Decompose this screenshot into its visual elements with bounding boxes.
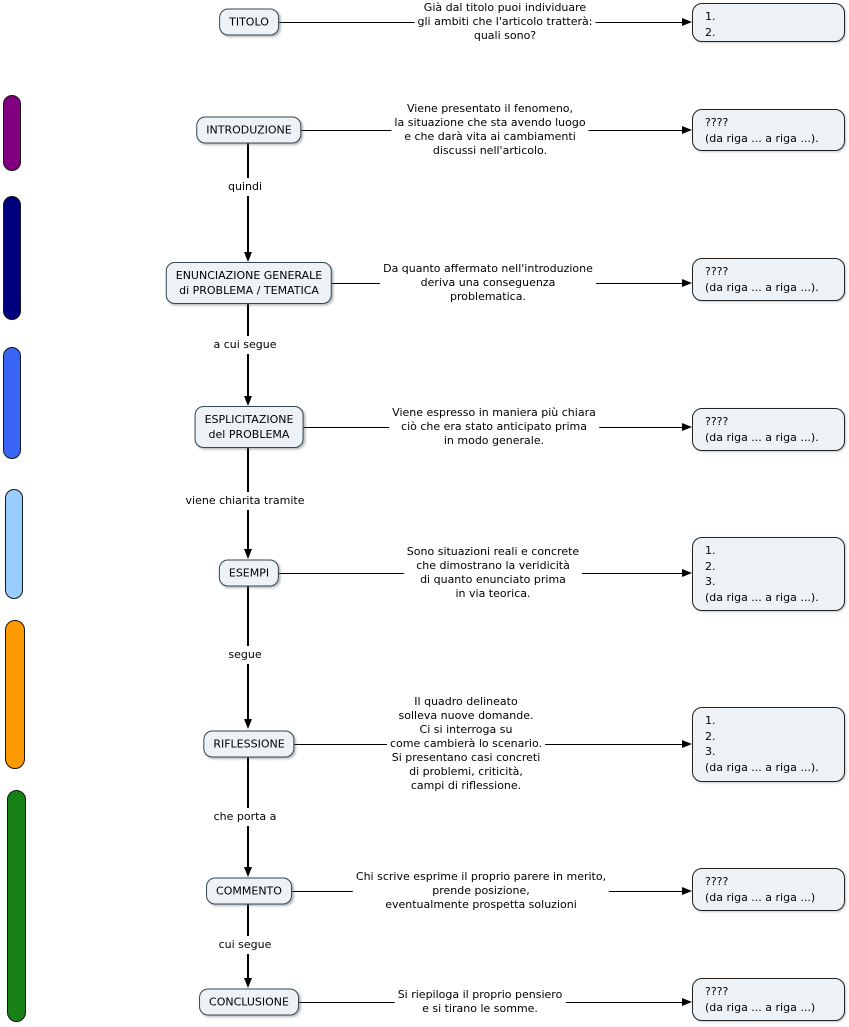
result-box-commento: ???? (da riga ... a riga ...) <box>692 868 845 911</box>
node-riflessione: RIFLESSIONE <box>203 730 295 758</box>
arrowhead-right-icon <box>682 568 692 577</box>
legend-bar-light-blue <box>5 489 23 599</box>
arrowhead-right-icon <box>682 739 692 748</box>
connector-label: a cui segue <box>210 336 280 354</box>
result-box-enunciazione: ???? (da riga ... a riga ...). <box>692 258 845 301</box>
result-box-esplicitazione: ???? (da riga ... a riga ...). <box>692 408 845 451</box>
arrowhead-right-icon <box>682 278 692 287</box>
connector-line-down <box>247 744 249 868</box>
arrowhead-down-icon <box>243 978 252 988</box>
connector-label: che porta a <box>210 808 280 826</box>
arrowhead-down-icon <box>243 719 252 729</box>
arrowhead-right-icon <box>682 997 692 1006</box>
arrowhead-right-icon <box>682 17 692 26</box>
legend-bar-purple <box>3 95 21 171</box>
node-commento: COMMENTO <box>206 877 292 905</box>
arrowhead-down-icon <box>243 396 252 406</box>
connector-label: quindi <box>224 178 266 196</box>
arrowhead-down-icon <box>243 252 252 262</box>
node-conclusione: CONCLUSIONE <box>199 988 299 1016</box>
arrowhead-down-icon <box>243 867 252 877</box>
description-titolo: Già dal titolo puoi individuare gli ambi… <box>414 1 596 43</box>
result-box-introduzione: ???? (da riga ... a riga ...). <box>692 109 845 151</box>
node-titolo: TITOLO <box>219 8 279 36</box>
arrowhead-right-icon <box>682 422 692 431</box>
arrowhead-right-icon <box>682 886 692 895</box>
description-commento: Chi scrive esprime il proprio parere in … <box>352 870 610 912</box>
node-esempi: ESEMPI <box>218 559 280 587</box>
node-esplicitazione-problema: ESPLICITAZIONE del PROBLEMA <box>194 406 304 448</box>
description-enunciazione: Da quanto affermato nell'introduzione de… <box>380 262 596 304</box>
connector-label: segue <box>225 646 265 664</box>
arrowhead-down-icon <box>243 549 252 559</box>
legend-bar-green <box>7 790 26 1022</box>
legend-bar-navy-blue <box>3 196 21 320</box>
node-introduzione: INTRODUZIONE <box>196 116 302 144</box>
description-introduzione: Viene presentato il fenomeno, la situazi… <box>391 102 589 158</box>
result-box-esempi: 1. 2. 3. (da riga ... a riga ...). <box>692 537 845 611</box>
node-enunciazione-generale: ENUNCIAZIONE GENERALE di PROBLEMA / TEMA… <box>165 262 333 304</box>
connector-line-down <box>247 427 249 550</box>
result-box-titolo: 1. 2. <box>692 3 845 42</box>
connector-label: cui segue <box>215 936 275 954</box>
legend-bar-royal-blue <box>3 347 21 459</box>
description-riflessione: Il quadro delineato solleva nuove domand… <box>387 695 545 793</box>
description-conclusione: Si riepiloga il proprio pensiero e si ti… <box>394 988 566 1016</box>
description-esplicitazione: Viene espresso in maniera più chiara ciò… <box>389 406 599 448</box>
arrowhead-right-icon <box>682 125 692 134</box>
description-esempi: Sono situazioni reali e concrete che dim… <box>403 545 583 601</box>
legend-bar-orange <box>5 620 25 769</box>
connector-label: viene chiarita tramite <box>182 492 308 510</box>
result-box-riflessione: 1. 2. 3. (da riga ... a riga ...). <box>692 707 845 782</box>
connector-line-down <box>247 891 249 979</box>
result-box-conclusione: ???? (da riga ... a riga ...) <box>692 978 845 1021</box>
